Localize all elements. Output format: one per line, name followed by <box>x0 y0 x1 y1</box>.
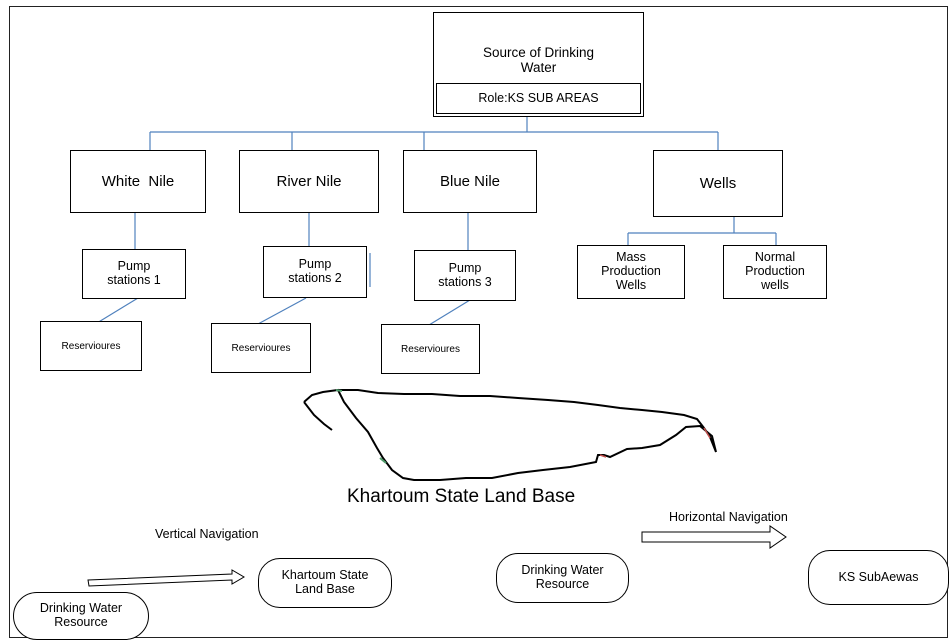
horizontal-nav-from: Drinking Water Resource <box>496 553 629 603</box>
pump-station-2: Pump stations 2 <box>263 246 367 298</box>
map-accent-green-2 <box>379 457 387 464</box>
horizontal-nav-to: KS SubAewas <box>808 550 949 605</box>
map-accent-green <box>335 389 343 392</box>
source-blue-nile: Blue Nile <box>403 150 537 213</box>
source-river-nile: River Nile <box>239 150 379 213</box>
horizontal-nav-arrow <box>641 525 787 549</box>
pump-station-1: Pump stations 1 <box>82 249 186 299</box>
link-pump1-res <box>96 297 139 324</box>
vertical-nav-to: Khartoum State Land Base <box>258 558 392 608</box>
root-role: Role:KS SUB AREAS <box>436 83 641 114</box>
reservoir-3: Reservioures <box>381 324 480 374</box>
source-white-nile: White Nile <box>70 150 206 213</box>
vertical-nav-from: Drinking Water Resource <box>13 592 149 640</box>
horizontal-nav-label: Horizontal Navigation <box>669 510 788 524</box>
normal-production-wells: Normal Production wells <box>723 245 827 299</box>
reservoir-1: Reservioures <box>40 321 142 371</box>
root-title: Source of Drinking Water <box>482 45 595 75</box>
khartoum-map-outline <box>303 388 717 481</box>
reservoir-2: Reservioures <box>211 323 311 373</box>
vertical-nav-label: Vertical Navigation <box>155 527 259 541</box>
pump-station-3: Pump stations 3 <box>414 250 516 301</box>
diagram-frame <box>9 6 948 638</box>
mass-production-wells: Mass Production Wells <box>577 245 685 299</box>
vertical-nav-arrow <box>87 569 245 587</box>
map-accent-red <box>599 427 711 458</box>
map-caption: Khartoum State Land Base <box>347 486 576 507</box>
link-pump3-res <box>428 299 471 326</box>
source-wells: Wells <box>653 150 783 217</box>
link-pump2-res <box>257 297 307 325</box>
